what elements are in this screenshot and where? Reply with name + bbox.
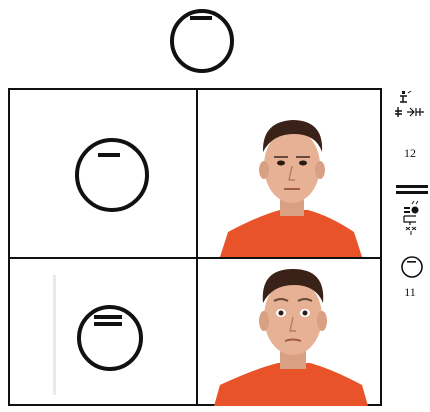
circle-with-bar-icon xyxy=(75,138,149,212)
count-bottom: 11 xyxy=(404,285,416,299)
circle-with-double-bar-icon xyxy=(77,305,143,371)
row2-symbol-cell[interactable] xyxy=(10,259,196,406)
face-neutral-photo xyxy=(220,120,362,257)
figure-lines-icon xyxy=(400,90,412,103)
hand-symbol-icon xyxy=(395,107,424,117)
faint-vertical-rule xyxy=(53,275,56,395)
grid-vertical-divider xyxy=(196,90,198,404)
small-circle-icon xyxy=(401,256,423,278)
face-raised-brows-photo xyxy=(214,269,368,406)
row1-symbol-cell[interactable] xyxy=(10,90,196,257)
row2-photo-cell[interactable] xyxy=(198,259,382,406)
top-circle-bar-icon xyxy=(166,4,238,74)
comparison-grid xyxy=(8,88,382,406)
row1-photo-cell[interactable] xyxy=(198,90,382,257)
grid-horizontal-divider xyxy=(10,257,380,259)
count-top: 12 xyxy=(404,146,416,160)
sidebar-legend: 12 11 xyxy=(392,88,430,308)
double-bar-icon xyxy=(396,185,428,194)
stacked-symbol-icon xyxy=(403,200,419,235)
